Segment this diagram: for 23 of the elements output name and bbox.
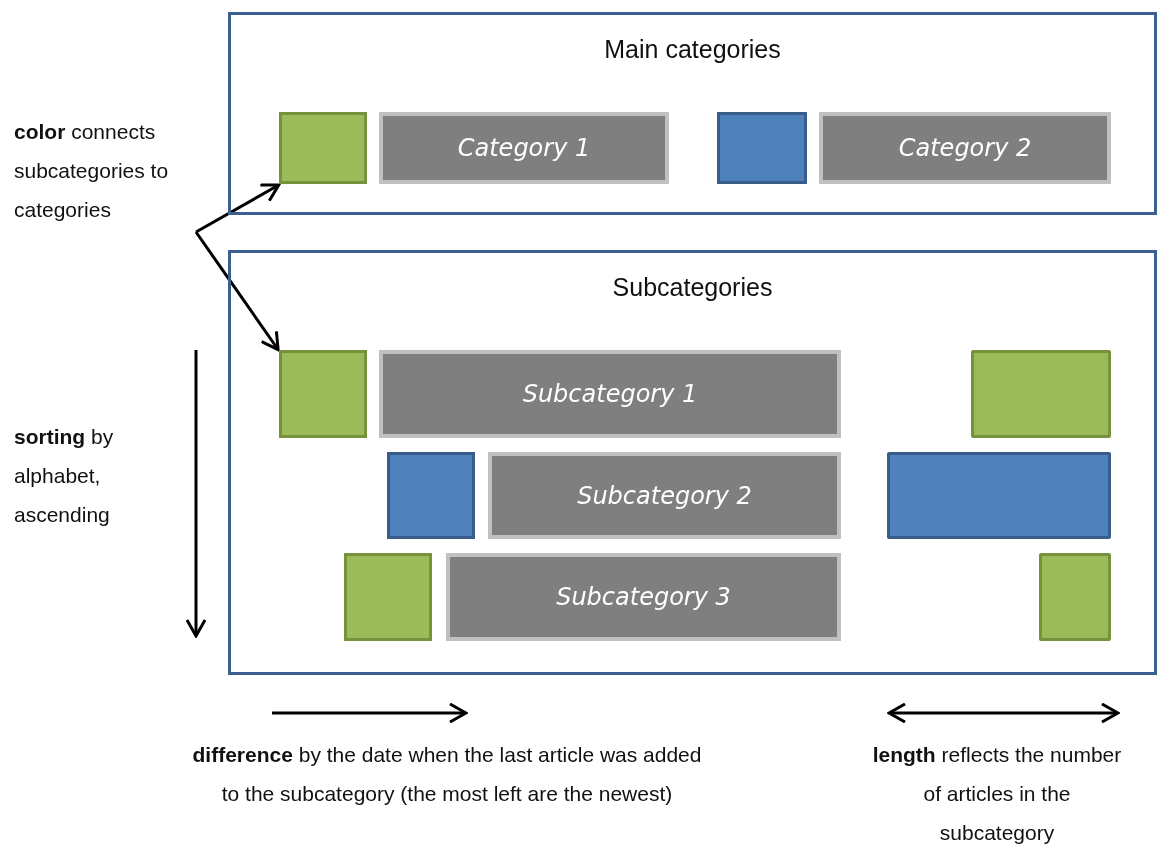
color-square <box>717 112 807 184</box>
length-bar <box>887 452 1111 539</box>
group-panel <box>228 250 1157 675</box>
annotation-text: difference by the date when the last article was added to the subcategory (the most left are the newest) <box>191 742 703 807</box>
color-square <box>387 452 475 539</box>
annotation-text: color connects subcategories to categories <box>14 112 209 228</box>
group-panel <box>228 12 1157 215</box>
arrow <box>195 183 281 234</box>
category-box: Category 1 <box>379 112 669 184</box>
color-square <box>279 350 367 438</box>
annotation-text: sorting by alphabet, ascending <box>14 424 115 528</box>
category-box: Category 2 <box>819 112 1111 184</box>
arrow <box>194 231 280 352</box>
category-box: Subcategory 2 <box>488 452 841 539</box>
length-bar <box>971 350 1111 438</box>
panel-title: Subcategories <box>612 273 773 302</box>
category-box: Subcategory 1 <box>379 350 841 438</box>
annotation-text: length reflects the number of articles in the subcategory <box>872 742 1122 846</box>
category-box: Subcategory 3 <box>446 553 841 641</box>
length-bar <box>1039 553 1111 641</box>
panel-title: Main categories <box>604 35 781 64</box>
color-square <box>279 112 367 184</box>
color-square <box>344 553 432 641</box>
